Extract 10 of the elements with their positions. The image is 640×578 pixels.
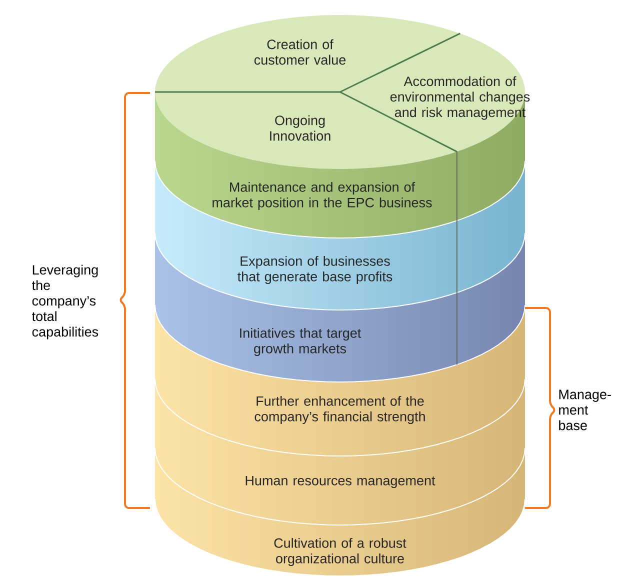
node-label: Ongoing Innovation [270,115,330,141]
cylinder-band: Initiatives that target growth markets [154,304,526,382]
cylinder-band: Cultivation of a robust organizational culture [154,498,526,576]
side-label: Leveraging the company’s total capabilities [32,264,98,340]
cylinder-band: Human resources management [154,448,526,526]
cylinder-band: Maintenance and expansion of market position in the EPC business [154,160,526,238]
node-label: Creation of customer value [254,39,346,65]
cylinder-band: Expansion of businesses that generate base profits [154,232,526,310]
cylinder-band: Further enhancement of the company’s financial strength [154,378,526,456]
side-label: Manage- ment base [559,390,611,430]
